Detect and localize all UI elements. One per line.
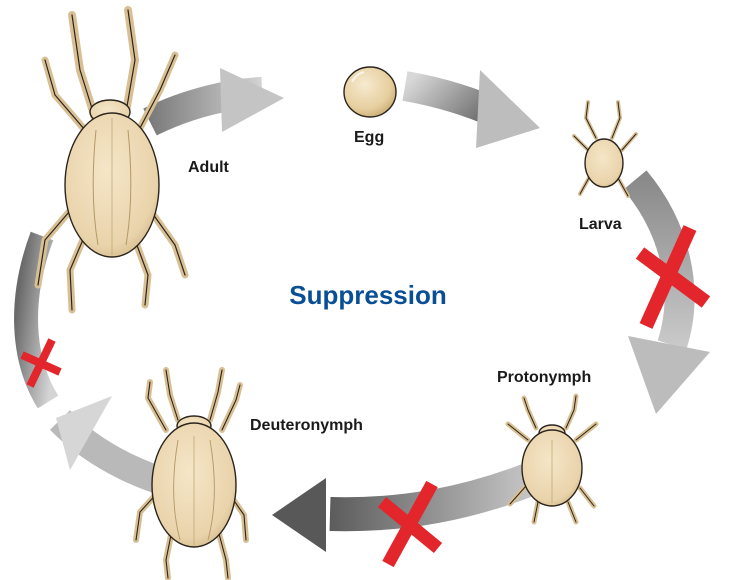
stage-label-larva: Larva: [579, 216, 622, 233]
arrow-adult-to-egg: [150, 68, 284, 132]
adult-mite-illustration: [38, 10, 185, 310]
stage-label-protonymph: Protonymph: [497, 369, 591, 386]
protonymph-illustration: [508, 396, 596, 522]
diagram-title: Suppression: [289, 280, 446, 310]
stage-label-adult: Adult: [188, 159, 230, 176]
egg-illustration: [344, 67, 396, 117]
stage-label-deuteronymph: Deuteronymph: [250, 417, 363, 434]
larva-illustration: [574, 102, 636, 196]
deuteronymph-illustration: [136, 370, 246, 578]
stage-label-egg: Egg: [354, 129, 384, 146]
arrow-egg-to-larva: [405, 70, 540, 148]
